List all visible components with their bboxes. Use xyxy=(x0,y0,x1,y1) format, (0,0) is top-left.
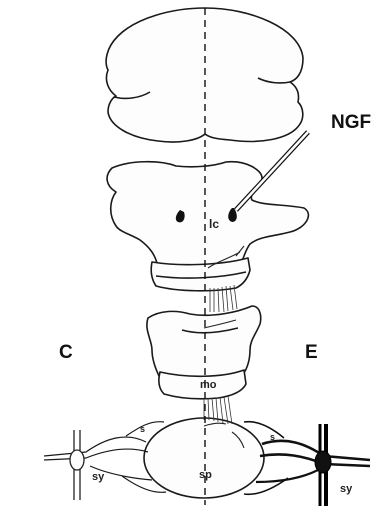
sympathetic-label-left: sy xyxy=(92,471,105,483)
experimental-side-label: E xyxy=(305,342,318,363)
medulla-block xyxy=(147,306,261,378)
sympathetic-label-right: sy xyxy=(340,483,353,495)
sympathetic-chain-right xyxy=(315,424,331,506)
nerve-right-lower xyxy=(256,470,318,482)
sympathetic-chain-left xyxy=(70,430,84,500)
spinal-cord-label: sp xyxy=(199,469,212,481)
s-label-left: s xyxy=(140,424,145,434)
spinal-cord-section xyxy=(144,418,264,498)
nerve-left-upper xyxy=(44,437,146,456)
medulla-oblongata-label: mo xyxy=(200,379,217,391)
control-side-label: C xyxy=(59,342,73,363)
locus-coeruleus-label: lc xyxy=(209,217,219,231)
brainstem-upper-block xyxy=(107,162,308,268)
s-label-right: s xyxy=(270,432,275,442)
ngf-label: NGF xyxy=(331,112,371,133)
